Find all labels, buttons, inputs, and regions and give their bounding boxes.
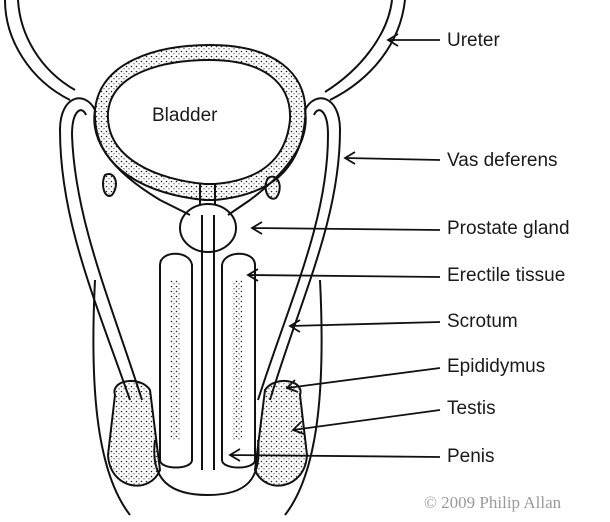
vas-deferens-right-inner: [257, 109, 330, 401]
vas-deferens-left: [58, 97, 191, 401]
prostate-label: Prostate gland: [447, 218, 570, 239]
ureter-right: [329, 0, 406, 101]
testis-right: [253, 379, 309, 487]
vas-deferens-right: [227, 97, 342, 401]
penis-label: Penis: [447, 446, 495, 467]
erectile-tissue-left-core: [170, 280, 180, 440]
prostate-gland: [179, 203, 237, 253]
copyright-notice: © 2009 Philip Allan: [424, 493, 562, 512]
vas-deferens-arrow: [343, 151, 441, 165]
label-arrows: [228, 33, 441, 462]
erectile-tissue-arrow: [246, 268, 441, 282]
scrotum: [92, 279, 323, 516]
vas-deferens-left-inner: [70, 109, 143, 401]
urethra: [201, 215, 215, 470]
ureter-left: [4, 0, 71, 101]
prostate-arrow: [250, 221, 441, 235]
epididymus-label: Epididymus: [447, 356, 546, 377]
scrotum-arrow: [288, 319, 441, 333]
bladder-label: Bladder: [152, 105, 218, 126]
penis-arrow: [228, 448, 441, 462]
scrotum-label: Scrotum: [447, 311, 518, 332]
epididymus-arrow: [285, 367, 441, 393]
erectile-tissue-label: Erectile tissue: [447, 265, 566, 286]
vas-deferens-label: Vas deferens: [447, 150, 558, 171]
seminal-vesicle-right: [264, 175, 281, 200]
seminal-vesicle-left: [102, 173, 117, 197]
ureter-right-inner: [324, 0, 393, 93]
erectile-tissue-right-core: [232, 280, 242, 440]
testis-label: Testis: [447, 398, 496, 419]
bladder-lumen: [106, 58, 292, 185]
ureter-arrow: [386, 33, 440, 47]
ureter-label: Ureter: [447, 30, 500, 51]
testis-arrow: [291, 409, 441, 435]
testis-left: [106, 379, 162, 487]
ureter-left-inner: [17, 0, 76, 91]
